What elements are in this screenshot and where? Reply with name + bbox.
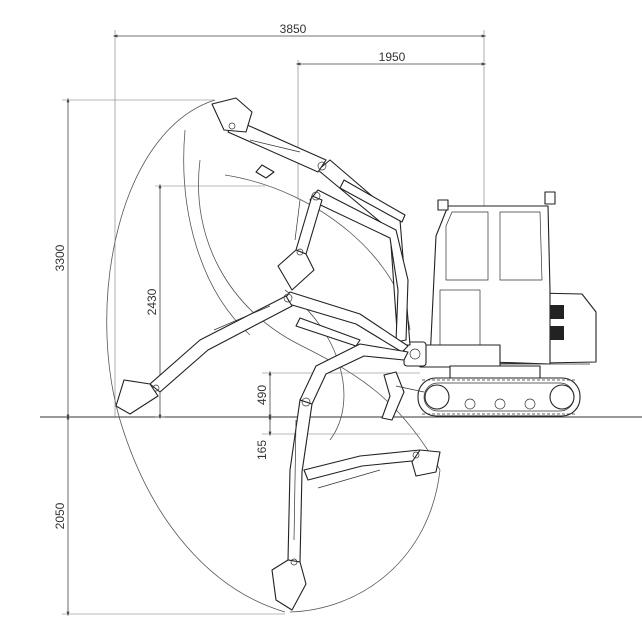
arm-position-max-reach [115, 291, 409, 415]
dim-max-dump-height: 2430 [145, 288, 159, 315]
arm-position-dump [277, 189, 409, 343]
extension-lines [62, 30, 485, 615]
dimension-labels: 3850 1950 3300 2050 2430 490 165 [53, 22, 406, 529]
operator-cab [429, 205, 551, 365]
dim-blade-lift-height: 490 [255, 385, 269, 405]
track-assembly [417, 377, 581, 417]
dim-dump-reach-offset: 1950 [379, 50, 406, 64]
dim-max-digging-reach: 3850 [280, 22, 307, 36]
dimension-lines [66, 34, 487, 617]
excavator-body: 20 [381, 191, 597, 421]
arm-position-max-depth [271, 343, 409, 611]
dim-max-digging-depth: 2050 [53, 502, 67, 529]
dim-blade-dig-depth: 165 [255, 440, 269, 460]
arm-position-depth-curl [303, 449, 441, 489]
dozer-blade [381, 371, 405, 421]
dim-max-digging-height: 3300 [53, 244, 67, 271]
